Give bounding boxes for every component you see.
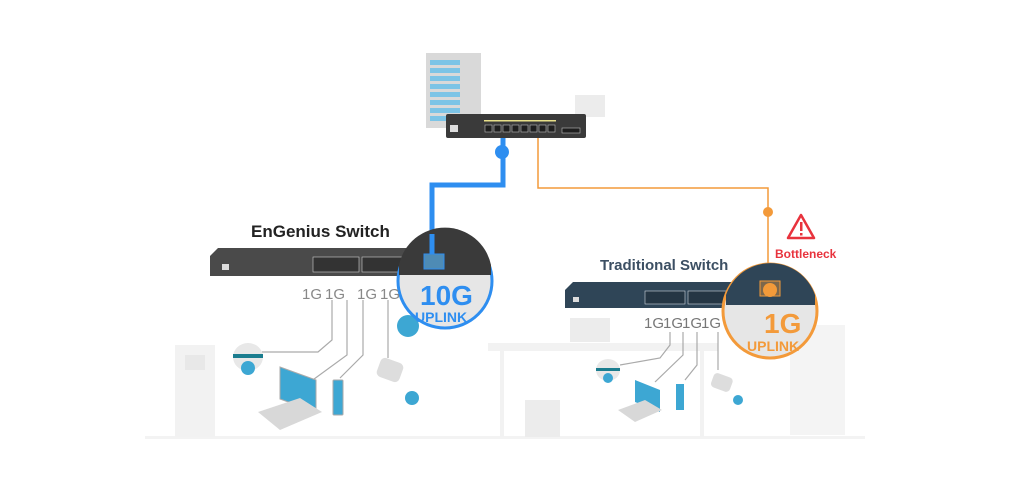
laptop-icon [258, 366, 322, 430]
tablet-icon [676, 384, 684, 410]
port-speed-label: 1G [325, 286, 346, 303]
extra-camera-icon [397, 315, 419, 337]
dome-camera-icon [233, 343, 263, 375]
engenius-switch [210, 248, 440, 276]
floor-line [145, 436, 865, 439]
engenius-switch-title: EnGenius Switch [251, 222, 390, 241]
uplink-1g-magnifier [721, 262, 819, 360]
dome-camera-icon [596, 359, 620, 383]
uplink-10g-magnifier [396, 227, 494, 330]
uplink-speed-1g: 1G [764, 308, 802, 339]
port-speed-label: 1G [357, 286, 378, 303]
traditional-switch [565, 282, 770, 308]
warning-icon [786, 213, 816, 240]
bullet-camera-icon [710, 373, 743, 405]
traditional-switch-title: Traditional Switch [600, 257, 729, 274]
uplink-10g-cable [429, 138, 506, 260]
uplink-label: UPLINK [415, 309, 468, 325]
uplink-1g-cable [537, 138, 769, 290]
device-cables [262, 300, 719, 383]
port-speed-label: 1G [380, 286, 401, 303]
tablet-icon [332, 379, 344, 416]
uplink-speed-10g: 10G [420, 280, 473, 311]
port-speed-label: 1G [302, 286, 323, 303]
port-speed-label: 1G [682, 315, 703, 332]
bullet-camera-icon [376, 357, 419, 405]
port-speed-label: 1G [644, 315, 665, 332]
core-switch [446, 114, 586, 138]
uplink-label: UPLINK [747, 338, 800, 354]
laptop-icon [618, 380, 662, 422]
background-furniture [175, 95, 845, 437]
port-speed-label: 1G [701, 315, 722, 332]
bottleneck-label: Bottleneck [775, 247, 837, 261]
port-speed-label: 1G [663, 315, 684, 332]
